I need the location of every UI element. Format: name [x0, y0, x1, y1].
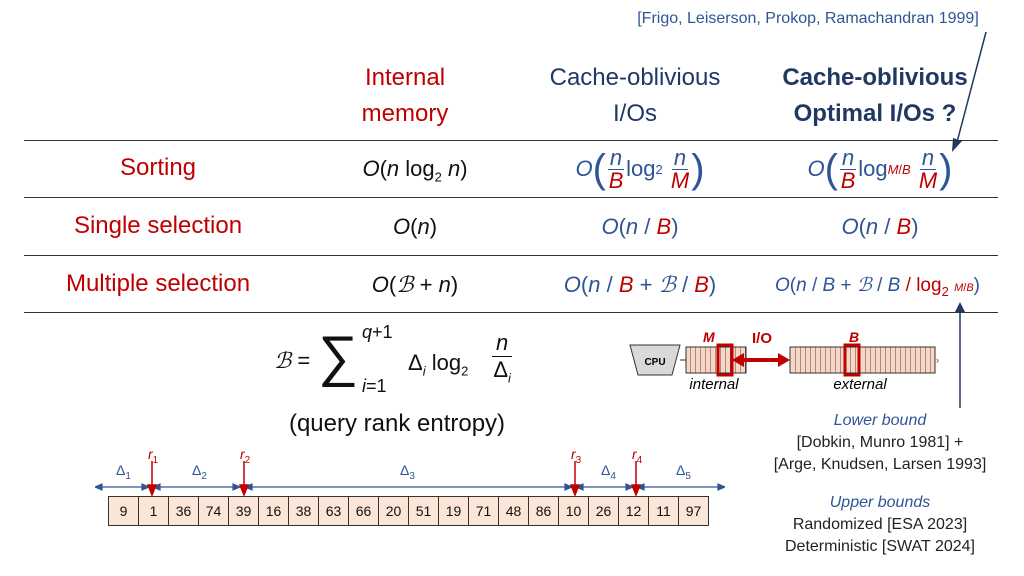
array-cell: 11 — [648, 496, 679, 526]
array-cell: 74 — [198, 496, 229, 526]
cpu-label: CPU — [644, 357, 665, 368]
single-internal: O(n) — [392, 214, 438, 239]
array-cell: 26 — [588, 496, 619, 526]
svg-text:›: › — [936, 355, 939, 365]
external-label: external — [833, 376, 887, 393]
external-block-highlight — [843, 343, 861, 377]
array-cell: 16 — [258, 496, 289, 526]
array-cell: 36 — [168, 496, 199, 526]
array-cell: 12 — [618, 496, 649, 526]
row-label-single-selection: Single selection — [73, 212, 243, 239]
single-optimal: O(n / B) — [841, 214, 919, 239]
array-cell: 38 — [288, 496, 319, 526]
table-line — [24, 197, 998, 198]
array-cell: 20 — [378, 496, 409, 526]
row-label-multiple-selection: Multiple selection — [65, 270, 251, 297]
array-cell: 51 — [408, 496, 439, 526]
m-label: M — [703, 329, 715, 345]
rank-2: r2 — [240, 446, 251, 466]
array-cell: 39 — [228, 496, 259, 526]
entropy-formula: ℬ = ∑ q+1 i=1 Δi log2 n Δi — [274, 322, 513, 396]
lower-bound-refs: Lower bound [Dobkin, Munro 1981] + [Arge… — [773, 412, 987, 473]
array-cell: 19 — [438, 496, 469, 526]
array-cell: 97 — [678, 496, 709, 526]
rank-3: r3 — [571, 446, 582, 466]
delta-1: Δ1 — [116, 462, 131, 482]
memory-diagram: CPU › M I/O B internal external — [629, 329, 939, 393]
sorting-internal: O(n log2 n) — [362, 156, 468, 185]
array-cell: 1 — [138, 496, 169, 526]
delta-4: Δ4 — [601, 462, 616, 482]
delta-3: Δ3 — [400, 462, 415, 482]
formula-note: (query rank entropy) — [288, 410, 506, 437]
rank-annotations — [95, 461, 725, 497]
upper-bound-refs: Upper bounds Randomized [ESA 2023] Deter… — [785, 494, 975, 555]
citation-arrow — [952, 31, 987, 152]
multiple-cache-oblivious: O(n / B + ℬ / B) — [563, 272, 717, 297]
external-memory-block — [789, 346, 936, 374]
single-cache-oblivious: O(n / B) — [601, 214, 679, 239]
array-cell: 86 — [528, 496, 559, 526]
rank-4: r4 — [632, 446, 643, 466]
multiple-optimal: O(n / B + ℬ / B / log2 M/B) — [775, 275, 980, 299]
array-cell: 48 — [498, 496, 529, 526]
multiple-internal: O(ℬ + n) — [371, 272, 459, 297]
io-label: I/O — [752, 330, 772, 347]
lower-bound-arrow — [955, 302, 965, 408]
rank-1: r1 — [148, 446, 159, 466]
delta-2: Δ2 — [192, 462, 207, 482]
b-label: B — [849, 329, 859, 345]
table-line — [24, 140, 998, 141]
internal-label: internal — [689, 376, 739, 393]
cpu-box — [629, 344, 681, 376]
array-cell: 9 — [108, 496, 139, 526]
citation: [Frigo, Leiserson, Prokop, Ramachandran … — [637, 10, 979, 27]
array-cell: 10 — [558, 496, 589, 526]
delta-5: Δ5 — [676, 462, 691, 482]
table-line — [24, 255, 998, 256]
array-cell: 63 — [318, 496, 349, 526]
array-cell: 71 — [468, 496, 499, 526]
table-line — [24, 312, 998, 313]
array-cell: 66 — [348, 496, 379, 526]
row-label-sorting: Sorting — [119, 154, 197, 181]
